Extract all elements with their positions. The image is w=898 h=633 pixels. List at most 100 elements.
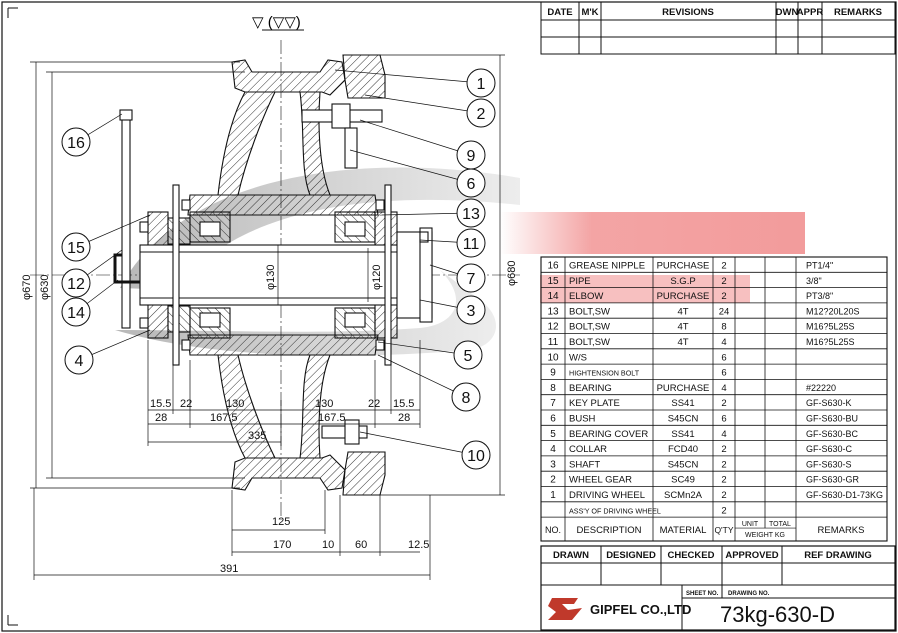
label-ref-drawing: REF DRAWING — [804, 550, 872, 561]
cell-qty: 2 — [721, 475, 726, 486]
cell-desc: BUSH — [569, 414, 596, 425]
cell-material: S45CN — [668, 414, 699, 425]
dim-22-left: 22 — [180, 398, 192, 410]
cell-desc: HIGHTENSION BOLT — [569, 369, 640, 378]
label-drawing-no: DRAWING NO. — [728, 591, 770, 597]
parts-header-no: NO. — [545, 525, 561, 535]
wheel-cross-section — [30, 40, 520, 520]
balloon-10: 10 — [359, 431, 491, 470]
title-block — [540, 545, 896, 631]
cell-desc: SHAFT — [569, 459, 600, 470]
dim-28-right: 28 — [398, 412, 410, 424]
balloon-label: 5 — [464, 348, 473, 365]
rev-header-date: DATE — [547, 7, 572, 18]
balloon-label: 10 — [467, 448, 485, 465]
title-block-labels: DRAWN DESIGNED CHECKED APPROVED REF DRAW… — [553, 550, 872, 561]
cell-no: 13 — [547, 306, 559, 317]
balloon-label: 4 — [75, 353, 84, 370]
cell-qty: 2 — [721, 444, 726, 455]
dim-125: 125 — [272, 516, 290, 528]
label-drawn: DRAWN — [553, 550, 589, 561]
rev-header-appr: APPR — [797, 7, 824, 18]
balloon-14: 14 — [61, 279, 119, 327]
balloon-label: 1 — [477, 76, 486, 93]
cell-remarks: GF-S630-S — [806, 459, 852, 469]
cell-desc: BOLT,SW — [569, 322, 610, 333]
cell-material: SS41 — [671, 398, 694, 409]
cell-material: S.G.P — [670, 276, 695, 287]
surface-finish-text: ▽ (▽▽) — [252, 14, 301, 31]
cell-qty: 4 — [721, 383, 726, 394]
cell-material: 4T — [677, 306, 688, 317]
balloon-label: 9 — [467, 148, 476, 165]
balloon-label: 6 — [467, 176, 476, 193]
balloon-6: 6 — [349, 149, 486, 198]
drawing-number: 73kg-630-D — [720, 602, 835, 627]
balloon-label: 15 — [67, 240, 85, 257]
cell-no: 11 — [548, 337, 559, 348]
rev-header-revisions: REVISIONS — [662, 7, 714, 18]
cell-desc: W/S — [569, 352, 587, 363]
cell-qty: 6 — [721, 368, 726, 379]
cell-qty: 6 — [721, 352, 726, 363]
parts-header-desc: DESCRIPTION — [577, 525, 642, 536]
balloon-label: 11 — [463, 236, 480, 253]
parts-header-remarks: REMARKS — [818, 525, 865, 536]
cell-qty: 2 — [721, 459, 726, 470]
balloon-13: 13 — [379, 198, 486, 228]
dim-12-5: 12.5 — [408, 539, 429, 551]
cell-qty: 6 — [721, 414, 726, 425]
title-block-sublabels: SHEET NO. DRAWING NO. — [686, 591, 770, 597]
dim-167-5-right: 167.5 — [318, 412, 346, 424]
dim-167-5-left: 167.5 — [210, 412, 238, 424]
cell-material: SCMn2A — [664, 490, 703, 501]
cell-no: 1 — [550, 490, 556, 501]
parts-header-unit: UNIT — [742, 521, 759, 528]
parts-header-total: TOTAL — [769, 521, 791, 528]
rev-header-remarks: REMARKS — [834, 7, 882, 18]
balloon-label: 13 — [462, 206, 480, 223]
cell-desc: PIPE — [569, 276, 591, 287]
cell-material: SS41 — [671, 429, 694, 440]
cell-material: SC49 — [671, 475, 695, 486]
cell-qty: 8 — [721, 322, 726, 333]
revisions-headers: DATE M'K REVISIONS DWN APPR REMARKS — [547, 7, 882, 18]
balloon-label: 16 — [67, 135, 85, 152]
dim-28-left: 28 — [155, 412, 167, 424]
balloon-5: 5 — [377, 340, 483, 370]
cell-remarks: M12?20L20S — [806, 306, 860, 316]
cell-remarks: GF-S630-BU — [806, 414, 858, 424]
balloon-label: 7 — [467, 271, 476, 288]
dim-670: φ670 — [21, 275, 33, 301]
company-logo: GIPFEL CO.,LTD — [548, 598, 691, 620]
cell-remarks: GF-S630-GR — [806, 475, 860, 485]
cell-no: 14 — [547, 291, 559, 302]
label-approved: APPROVED — [725, 550, 778, 561]
cell-desc: KEY PLATE — [569, 398, 620, 409]
dim-22-right: 22 — [368, 398, 380, 410]
label-checked: CHECKED — [668, 550, 715, 561]
cell-no: 15 — [547, 276, 559, 287]
cell-no: 10 — [547, 352, 559, 363]
cell-remarks: M16?5L25S — [806, 322, 855, 332]
cell-qty: 2 — [721, 505, 726, 516]
balloon-label: 2 — [477, 106, 486, 123]
dim-170: 170 — [273, 539, 291, 551]
dim-15-5-right: 15.5 — [393, 398, 414, 410]
cell-remarks: PT3/8" — [806, 291, 833, 301]
dimension-lines — [30, 54, 505, 580]
